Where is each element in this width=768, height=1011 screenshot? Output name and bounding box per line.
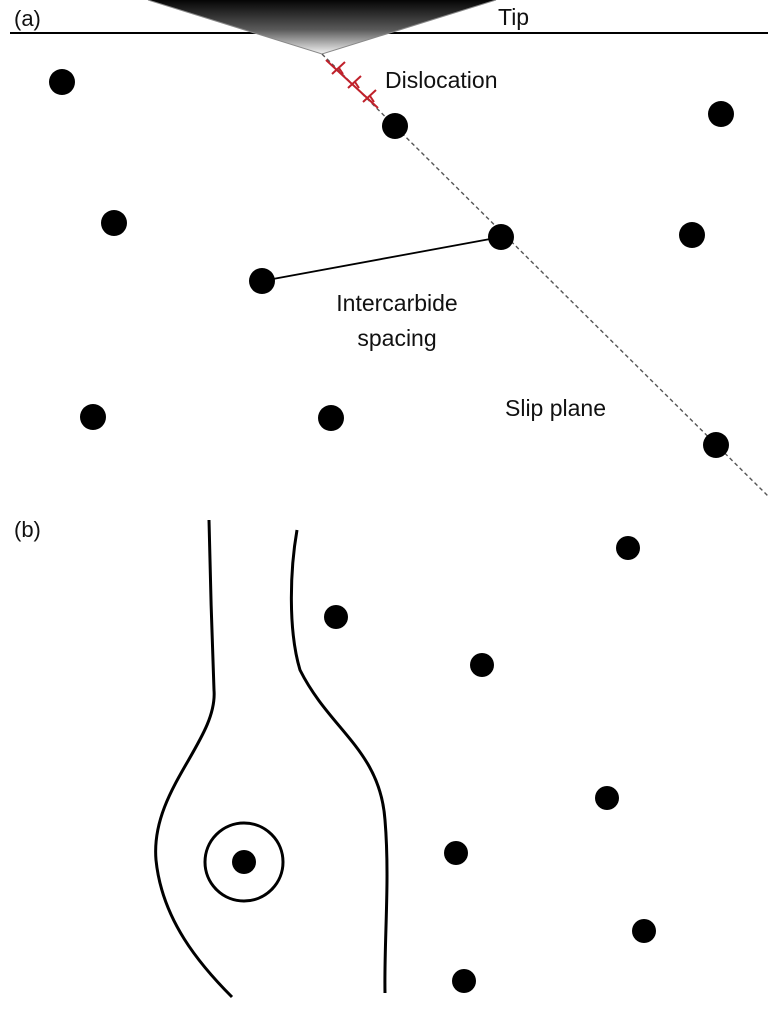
- dislocation-symbols: [325, 59, 379, 109]
- carbide-particle: [249, 268, 275, 294]
- intercarbide-spacing-label-line1: Intercarbide: [336, 290, 457, 316]
- carbide-particle: [444, 841, 468, 865]
- intercarbide-spacing-line: [261, 236, 502, 282]
- carbide-particle: [101, 210, 127, 236]
- carbide-particles-b: [232, 536, 656, 993]
- dislocation-label: Dislocation: [385, 67, 498, 93]
- dislocation-symbol: [347, 75, 362, 89]
- carbide-particle: [616, 536, 640, 560]
- carbide-particle: [452, 969, 476, 993]
- carbide-particle: [708, 101, 734, 127]
- panel-b-label: (b): [14, 517, 41, 542]
- orowan-loop: [203, 821, 285, 903]
- carbide-particle: [382, 113, 408, 139]
- carbide-particle: [470, 653, 494, 677]
- panel-b: (b): [14, 517, 656, 999]
- panel-a-label: (a): [14, 6, 41, 31]
- carbide-particle: [324, 605, 348, 629]
- carbide-particle: [703, 432, 729, 458]
- carbide-particle: [632, 919, 656, 943]
- carbide-particle: [488, 224, 514, 250]
- dislocation-line-right: [289, 529, 389, 994]
- carbide-particle: [595, 786, 619, 810]
- intercarbide-spacing-label-line2: spacing: [357, 325, 436, 351]
- panel-a: (a) Tip Slip plane Dislocation: [10, 0, 768, 497]
- carbide-particle: [318, 405, 344, 431]
- carbide-particle: [679, 222, 705, 248]
- slip-plane-label: Slip plane: [505, 395, 606, 421]
- tip-label: Tip: [498, 4, 529, 30]
- carbide-particle: [232, 850, 256, 874]
- dislocation-symbol: [331, 61, 346, 75]
- dislocation-line-left: [154, 519, 234, 999]
- carbide-particle: [80, 404, 106, 430]
- carbide-particles-a: [49, 69, 734, 458]
- dislocation-symbol: [362, 89, 377, 103]
- indenter-tip: [148, 0, 496, 54]
- carbide-particle: [49, 69, 75, 95]
